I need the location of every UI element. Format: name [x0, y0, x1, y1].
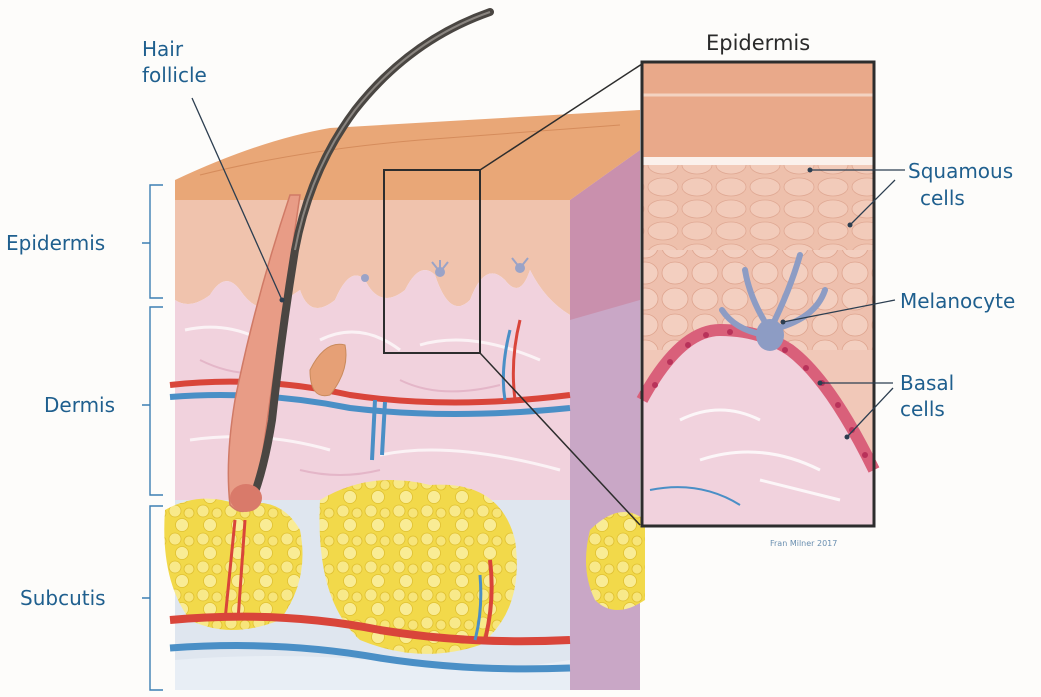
- label-inset-epidermis: Epidermis: [706, 31, 810, 55]
- label-melanocyte: Melanocyte: [900, 289, 1015, 313]
- hair-bulb: [230, 484, 262, 512]
- fat-lobule-left: [164, 499, 302, 630]
- label-basal-cells: cells: [900, 397, 945, 421]
- label-follicle: follicle: [142, 63, 207, 87]
- epidermis-inset: [642, 62, 874, 526]
- layer-brackets: [142, 185, 163, 690]
- label-squamous-cells: cells: [920, 186, 965, 210]
- inset-surface: [642, 62, 874, 157]
- dermis-bracket: [142, 307, 163, 495]
- label-squamous: Squamous: [908, 159, 1013, 183]
- label-hair: Hair: [142, 37, 184, 61]
- skin-surface: [175, 110, 640, 200]
- artist-signature: Fran Milner 2017: [770, 539, 837, 548]
- subcutis-bracket: [142, 506, 163, 690]
- label-basal: Basal: [900, 371, 954, 395]
- label-dermis: Dermis: [44, 393, 115, 417]
- label-subcutis: Subcutis: [20, 586, 106, 610]
- epidermis-bracket: [142, 185, 163, 298]
- label-epidermis: Epidermis: [6, 231, 105, 255]
- fat-lobule-side: [586, 512, 645, 610]
- squamous-cell-layer: [642, 165, 874, 250]
